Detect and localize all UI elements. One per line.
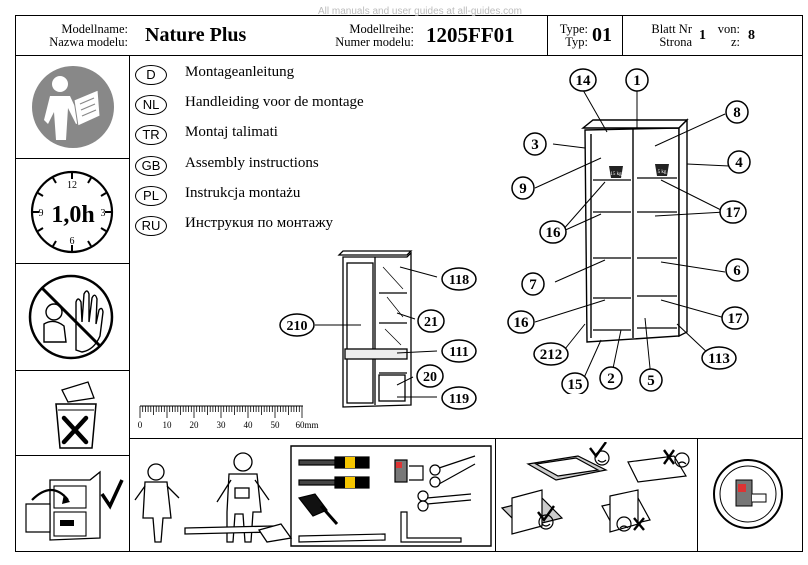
part-callout-circle — [511, 176, 535, 200]
ruler-tick-label: 30 — [217, 420, 227, 430]
part-callout-circle — [725, 100, 749, 124]
tape-measure-icon — [713, 459, 783, 529]
floor-protection-panel — [500, 442, 690, 535]
part-callout-circle — [727, 150, 751, 174]
of-label: von:z: — [717, 22, 740, 49]
no-children-icon — [28, 274, 114, 360]
part-label: 4 — [735, 155, 743, 171]
part-label: 113 — [708, 351, 730, 367]
lang-code: RU — [135, 216, 167, 236]
total-sheets: 8 — [748, 28, 755, 43]
part-label: 7 — [529, 277, 537, 293]
sheet-number: 1 — [699, 28, 706, 43]
lang-code: PL — [135, 186, 167, 206]
page-frame — [15, 15, 803, 552]
part-callout-circle — [701, 346, 737, 370]
part-label: 111 — [449, 345, 468, 360]
lang-text: Montaj talimati — [185, 124, 278, 140]
part-label: 9 — [519, 181, 527, 197]
part-label: 118 — [449, 273, 469, 288]
part-callout-circle — [719, 200, 747, 224]
model-name: Nature Plus — [145, 24, 247, 46]
type-value: 01 — [592, 24, 612, 46]
lang-text: Assembly instructions — [185, 155, 319, 171]
ruler-tick-label: 60mm — [295, 420, 318, 430]
lang-code: TR — [135, 125, 167, 145]
part-callout-circle — [521, 272, 545, 296]
ruler-tick-label: 40 — [244, 420, 254, 430]
part-label: 119 — [449, 392, 469, 407]
watermark: All manuals and user guides at all-guide… — [318, 6, 522, 17]
part-label: 6 — [733, 263, 741, 279]
keep-instructions-icon — [25, 470, 124, 541]
clock-number: 3 — [101, 208, 106, 219]
part-callout-circle — [725, 258, 749, 282]
no-trash-icon — [55, 381, 97, 449]
part-label: 21 — [424, 315, 438, 330]
ruler-tick-label: 50 — [271, 420, 281, 430]
part-label: 3 — [531, 137, 539, 153]
lang-text: Handleiding voor de montage — [185, 94, 364, 110]
assembly-time: 1,0h — [51, 202, 94, 228]
clock-number: 9 — [39, 208, 44, 219]
part-callout-circle — [507, 310, 535, 334]
tools-panel — [134, 445, 492, 547]
header-divider — [15, 55, 803, 57]
part-label: 15 — [568, 377, 583, 393]
part-callout-circle — [599, 366, 623, 390]
ruler-tick-label: 0 — [138, 420, 143, 430]
large-cabinet-diagram: 15 kg 5 kg 14 1 8 3 4 9 17 16 7 6 16 17 212 113 15 2 5 — [507, 68, 751, 394]
part-label: 14 — [576, 73, 592, 89]
part-label: 2 — [607, 371, 615, 387]
part-label: 17 — [728, 311, 744, 327]
part-label: 212 — [540, 347, 563, 363]
part-callout-circle — [721, 306, 749, 330]
small-cabinet-diagram: 118 210 21 111 20 119 — [279, 250, 477, 410]
part-callout-circle — [561, 372, 589, 394]
part-label: 5 — [647, 373, 655, 389]
weight-label: 5 kg — [658, 170, 667, 175]
lang-code: NL — [135, 95, 167, 115]
part-label: 16 — [514, 315, 530, 331]
part-callout-circle — [569, 68, 597, 92]
part-label: 1 — [633, 73, 641, 89]
read-manual-icon — [32, 66, 114, 148]
lang-code: GB — [135, 156, 167, 176]
part-label: 20 — [423, 370, 437, 385]
clock-number: 12 — [67, 180, 77, 191]
series-label: Modellreihe:Numer modelu: — [335, 22, 414, 49]
ruler-tick-label: 10 — [163, 420, 173, 430]
lang-text: Montageanleitung — [185, 64, 295, 80]
ruler-tick-label: 20 — [190, 420, 200, 430]
model-name-label: Modellname:Nazwa modelu: — [49, 22, 128, 49]
weight-label: 15 kg — [610, 172, 622, 177]
part-callout-circle — [533, 342, 569, 366]
clock-icon: 12 3 6 9 1,0h — [30, 170, 114, 254]
part-callout-circle — [523, 132, 547, 156]
part-callout-circle — [539, 220, 567, 244]
lang-text: Instrukcja montażu — [185, 185, 301, 201]
series-number: 1205FF01 — [426, 23, 515, 47]
part-label: 17 — [726, 205, 742, 221]
part-label: 8 — [733, 105, 741, 121]
part-callout-circle — [625, 68, 649, 92]
lang-code: D — [135, 65, 167, 85]
part-label: 16 — [546, 225, 562, 241]
clock-number: 6 — [70, 236, 75, 247]
part-label: 210 — [287, 319, 308, 334]
lang-text: Инструкuя по монтажу — [185, 215, 334, 231]
ruler: 0 10 20 30 40 50 60mm — [138, 405, 319, 430]
type-label: Type:Typ: — [559, 22, 588, 49]
part-callout-circle — [639, 368, 663, 392]
